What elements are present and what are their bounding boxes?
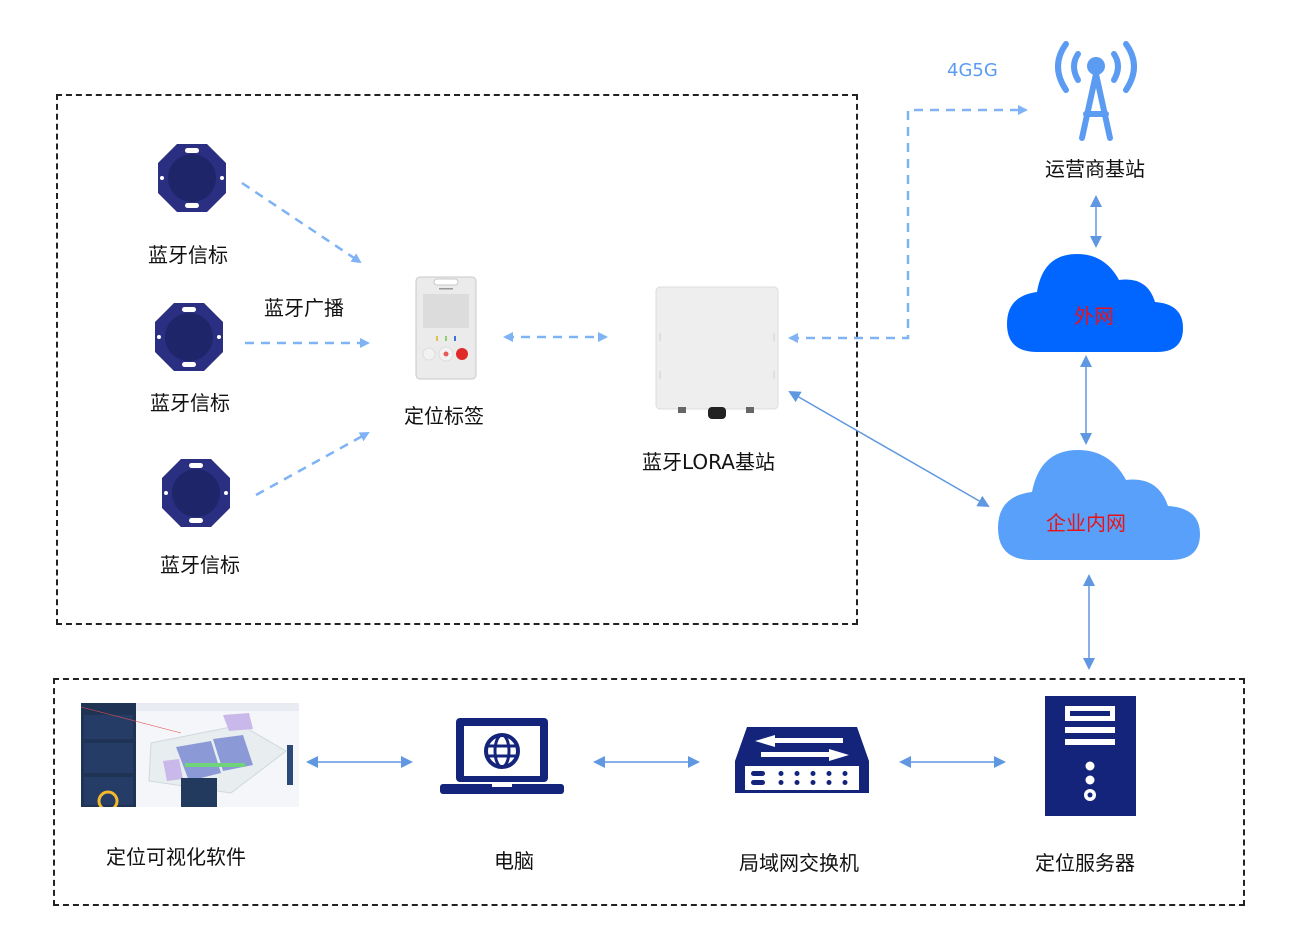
beacon-label-2: 蓝牙信标 bbox=[150, 391, 230, 415]
external-cloud-label: 外网 bbox=[1074, 304, 1114, 328]
gateway-4g5g-link bbox=[788, 105, 1028, 343]
gateway-internal-link bbox=[788, 391, 990, 507]
positioning-tag-icon bbox=[415, 276, 477, 380]
broadcast-arrow-3 bbox=[255, 431, 370, 497]
bluetooth-beacon-icon bbox=[155, 303, 223, 371]
visualization-screenshot[interactable] bbox=[81, 703, 299, 807]
cell-tower-icon bbox=[1055, 41, 1137, 141]
laptop-icon bbox=[440, 718, 564, 794]
bluetooth-beacon-icon bbox=[158, 144, 226, 212]
tag-label: 定位标签 bbox=[404, 404, 484, 428]
network-switch-icon bbox=[735, 727, 869, 793]
internal-cloud-icon bbox=[998, 450, 1200, 560]
gateway-label: 蓝牙LORA基站 bbox=[642, 450, 775, 474]
backend-zone bbox=[53, 678, 1245, 906]
computer-label: 电脑 bbox=[494, 849, 534, 873]
broadcast-arrow-1 bbox=[241, 181, 362, 264]
protocol-label: 4G5G bbox=[947, 60, 998, 81]
software-label: 定位可视化软件 bbox=[106, 845, 246, 869]
beacon-label-1: 蓝牙信标 bbox=[148, 243, 228, 267]
switch-label: 局域网交换机 bbox=[739, 851, 859, 875]
field-zone bbox=[56, 94, 858, 625]
lora-gateway-icon bbox=[655, 286, 779, 419]
external-cloud-icon bbox=[1007, 254, 1183, 352]
beacon-label-3: 蓝牙信标 bbox=[160, 553, 240, 577]
server-label: 定位服务器 bbox=[1035, 851, 1135, 875]
carrier-label: 运营商基站 bbox=[1045, 157, 1145, 181]
bluetooth-beacon-icon bbox=[162, 459, 230, 527]
internal-cloud-label: 企业内网 bbox=[1046, 511, 1126, 535]
broadcast-label: 蓝牙广播 bbox=[264, 296, 344, 320]
server-icon bbox=[1045, 696, 1136, 816]
